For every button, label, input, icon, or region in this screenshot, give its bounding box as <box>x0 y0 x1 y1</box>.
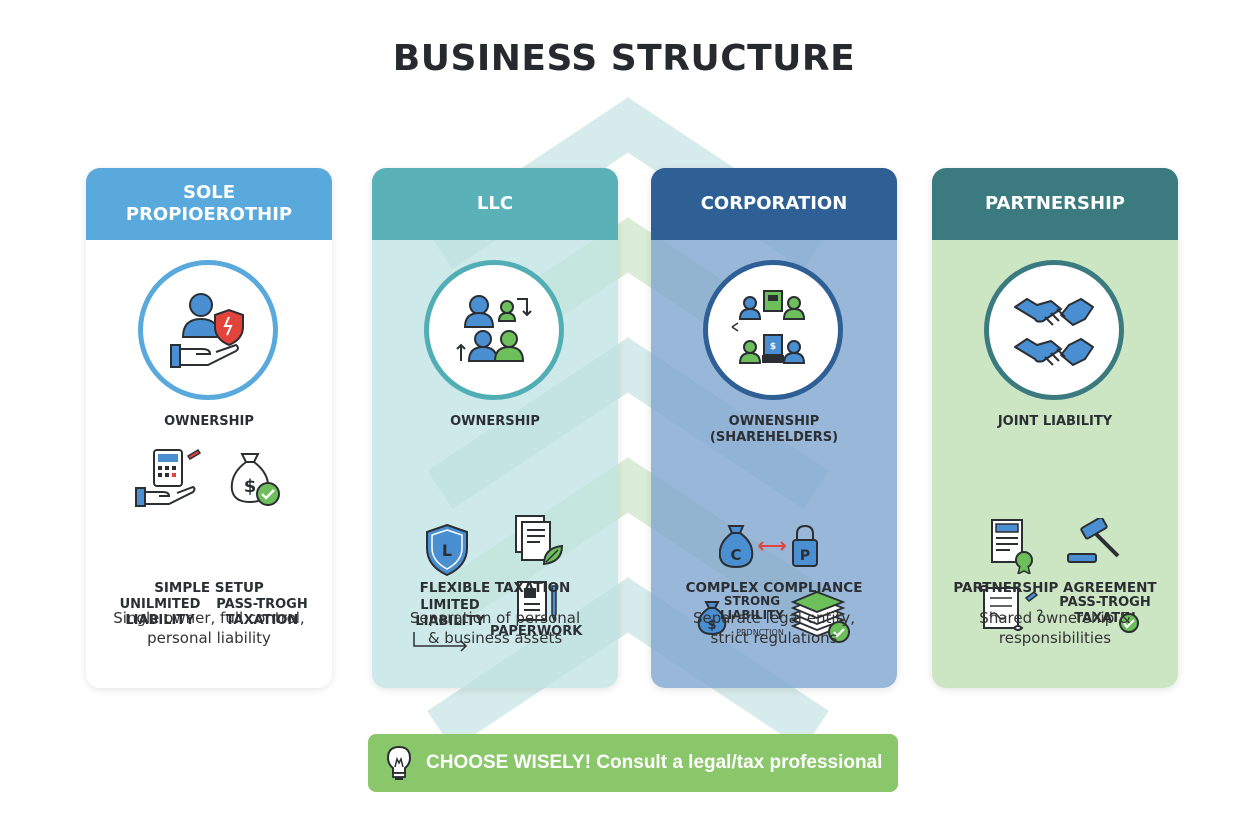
check-circle-icon <box>1119 613 1139 633</box>
bag-lock-icon: C P <box>719 524 818 569</box>
feature-taxation-label: PASS-TROGH TAXATION <box>216 597 308 628</box>
setup-label: COMPLEX COMPLIANCE <box>685 580 863 596</box>
money-bag-check-icon: $ <box>230 453 280 506</box>
people-exchange-icon <box>456 295 532 362</box>
ownership-label: OWNERSHIP <box>164 414 254 429</box>
svg-text:L: L <box>442 541 452 560</box>
card-header: CORPORATION <box>651 168 897 240</box>
advice-banner: CHOOSE WISELY! Consult a legal/tax profe… <box>368 734 898 792</box>
card-header: LLC <box>372 168 618 240</box>
svg-text:?: ? <box>1036 608 1043 624</box>
icon-circle <box>138 260 278 400</box>
card-sole-proprietorship: SOLE PROPIOEROTHIP OWNERSHIP <box>86 168 332 688</box>
card-description: Separate legal entity, strict regulation… <box>692 609 856 647</box>
svg-text:$: $ <box>244 476 257 497</box>
scroll-agreement-icon: ? <box>978 585 1043 631</box>
card-body: OWNERSHIP L LIMITED LIABILITY <box>372 240 618 688</box>
joint-liability-label: JOINT LIABILITY <box>997 414 1113 429</box>
setup-label: PARTNERSHIP AGREEMENT <box>953 580 1157 596</box>
feature-liability-small-label: PRDNCTION <box>736 628 784 637</box>
icon-circle: $ <box>703 260 843 400</box>
svg-text:$: $ <box>770 342 776 352</box>
calculator-hand-icon <box>135 448 202 507</box>
feature-liability-label: UNILMITED LIABILITY <box>119 597 201 628</box>
icon-circle <box>424 260 564 400</box>
person-shield-hand-icon <box>170 293 244 368</box>
card-partnership: PARTNERSHIP JOINT LIABILITY <box>932 168 1178 688</box>
banner-text: CHOOSE WISELY! Consult a legal/tax profe… <box>426 752 883 773</box>
card-body: JOINT LIABILITY <box>932 240 1178 688</box>
svg-text:C: C <box>730 546 741 564</box>
card-header: PARTNERSHIP <box>932 168 1178 240</box>
svg-text:P: P <box>800 548 810 564</box>
documents-leaf-icon <box>515 515 564 566</box>
icon-circle <box>984 260 1124 400</box>
document-pen-icon <box>517 581 557 623</box>
card-description: Single owner, full control, personal lia… <box>113 609 305 647</box>
chevron-shape <box>427 577 829 750</box>
card-body: $ OWNENSHIP (SHAREHELDERS) C P <box>651 240 897 688</box>
feature-paperwork-label: PAPERWORK <box>490 624 583 639</box>
handshake-icon <box>1014 298 1094 366</box>
gavel-icon <box>1067 518 1120 563</box>
page-title: BUSINESS STRUCTURE <box>392 38 856 79</box>
setup-label: SIMPLE SETUP <box>154 580 264 596</box>
card-description: Shared ownership & responsibilities <box>979 609 1131 647</box>
setup-label: FLEXIBLE TAXATION <box>419 580 571 596</box>
limited-arrow-icon <box>413 632 468 652</box>
card-header: SOLE PROPIOEROTHIP <box>86 168 332 240</box>
ownership-label: OWNERSHIP <box>450 414 540 429</box>
feature-liability-label: LIMITED LIABILITY <box>415 598 485 629</box>
shareholders-icon: $ <box>731 290 806 364</box>
card-llc: LLC OWNERSHIP <box>372 168 618 688</box>
card-body: OWNERSHIP $ UNILMITED LIABILITY PASS-TRO… <box>86 240 332 688</box>
lightbulb-icon <box>386 745 412 780</box>
shield-l-icon: L <box>426 523 468 577</box>
certificate-icon <box>991 519 1033 574</box>
paper-stack-check-icon <box>790 591 850 643</box>
card-description: Separation of personal & business assets <box>409 609 581 647</box>
svg-text:$: $ <box>707 618 716 633</box>
ownership-label: OWNENSHIP (SHAREHELDERS) <box>709 414 839 445</box>
card-corporation: CORPORATION $ <box>651 168 897 688</box>
feature-liability-label: STRONG LIABILITY <box>720 594 784 622</box>
money-bag-icon: $ <box>697 601 727 636</box>
